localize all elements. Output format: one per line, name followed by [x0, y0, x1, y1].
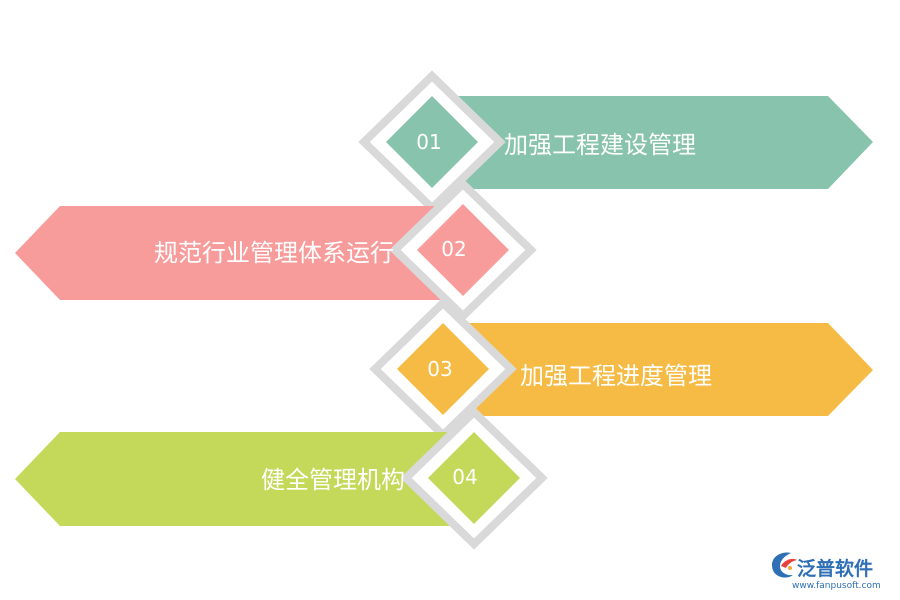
- fanpu-logo-icon: [772, 552, 797, 578]
- step-01-diamond: [386, 96, 478, 188]
- brand-url: www.fanpusoft.com: [792, 581, 881, 591]
- step-01-arrow: [433, 96, 873, 189]
- step-04-number: 04: [452, 465, 477, 489]
- step-01-label: 加强工程建设管理: [504, 131, 696, 159]
- step-04-arrow: [15, 432, 473, 526]
- step-02-diamond: [417, 204, 509, 296]
- step-03-label: 加强工程进度管理: [520, 362, 712, 390]
- step-01: 01 加强工程建设管理: [358, 70, 873, 214]
- step-03-arrow: [443, 323, 873, 416]
- step-03: 03 加强工程进度管理: [369, 297, 873, 441]
- step-04: 04 健全管理机构: [15, 406, 548, 550]
- step-03-diamond: [397, 323, 489, 415]
- brand-logo: 泛普软件 www.fanpusoft.com: [772, 552, 881, 591]
- step-02: 02 规范行业管理体系运行: [15, 178, 537, 322]
- step-04-diamond: [428, 432, 520, 524]
- step-04-label: 健全管理机构: [261, 466, 405, 494]
- brand-name: 泛普软件: [797, 557, 873, 580]
- step-01-number: 01: [416, 130, 441, 154]
- step-02-arrow: [15, 206, 462, 300]
- step-02-label: 规范行业管理体系运行: [154, 239, 394, 267]
- step-03-number: 03: [427, 357, 452, 381]
- step-02-number: 02: [441, 237, 466, 261]
